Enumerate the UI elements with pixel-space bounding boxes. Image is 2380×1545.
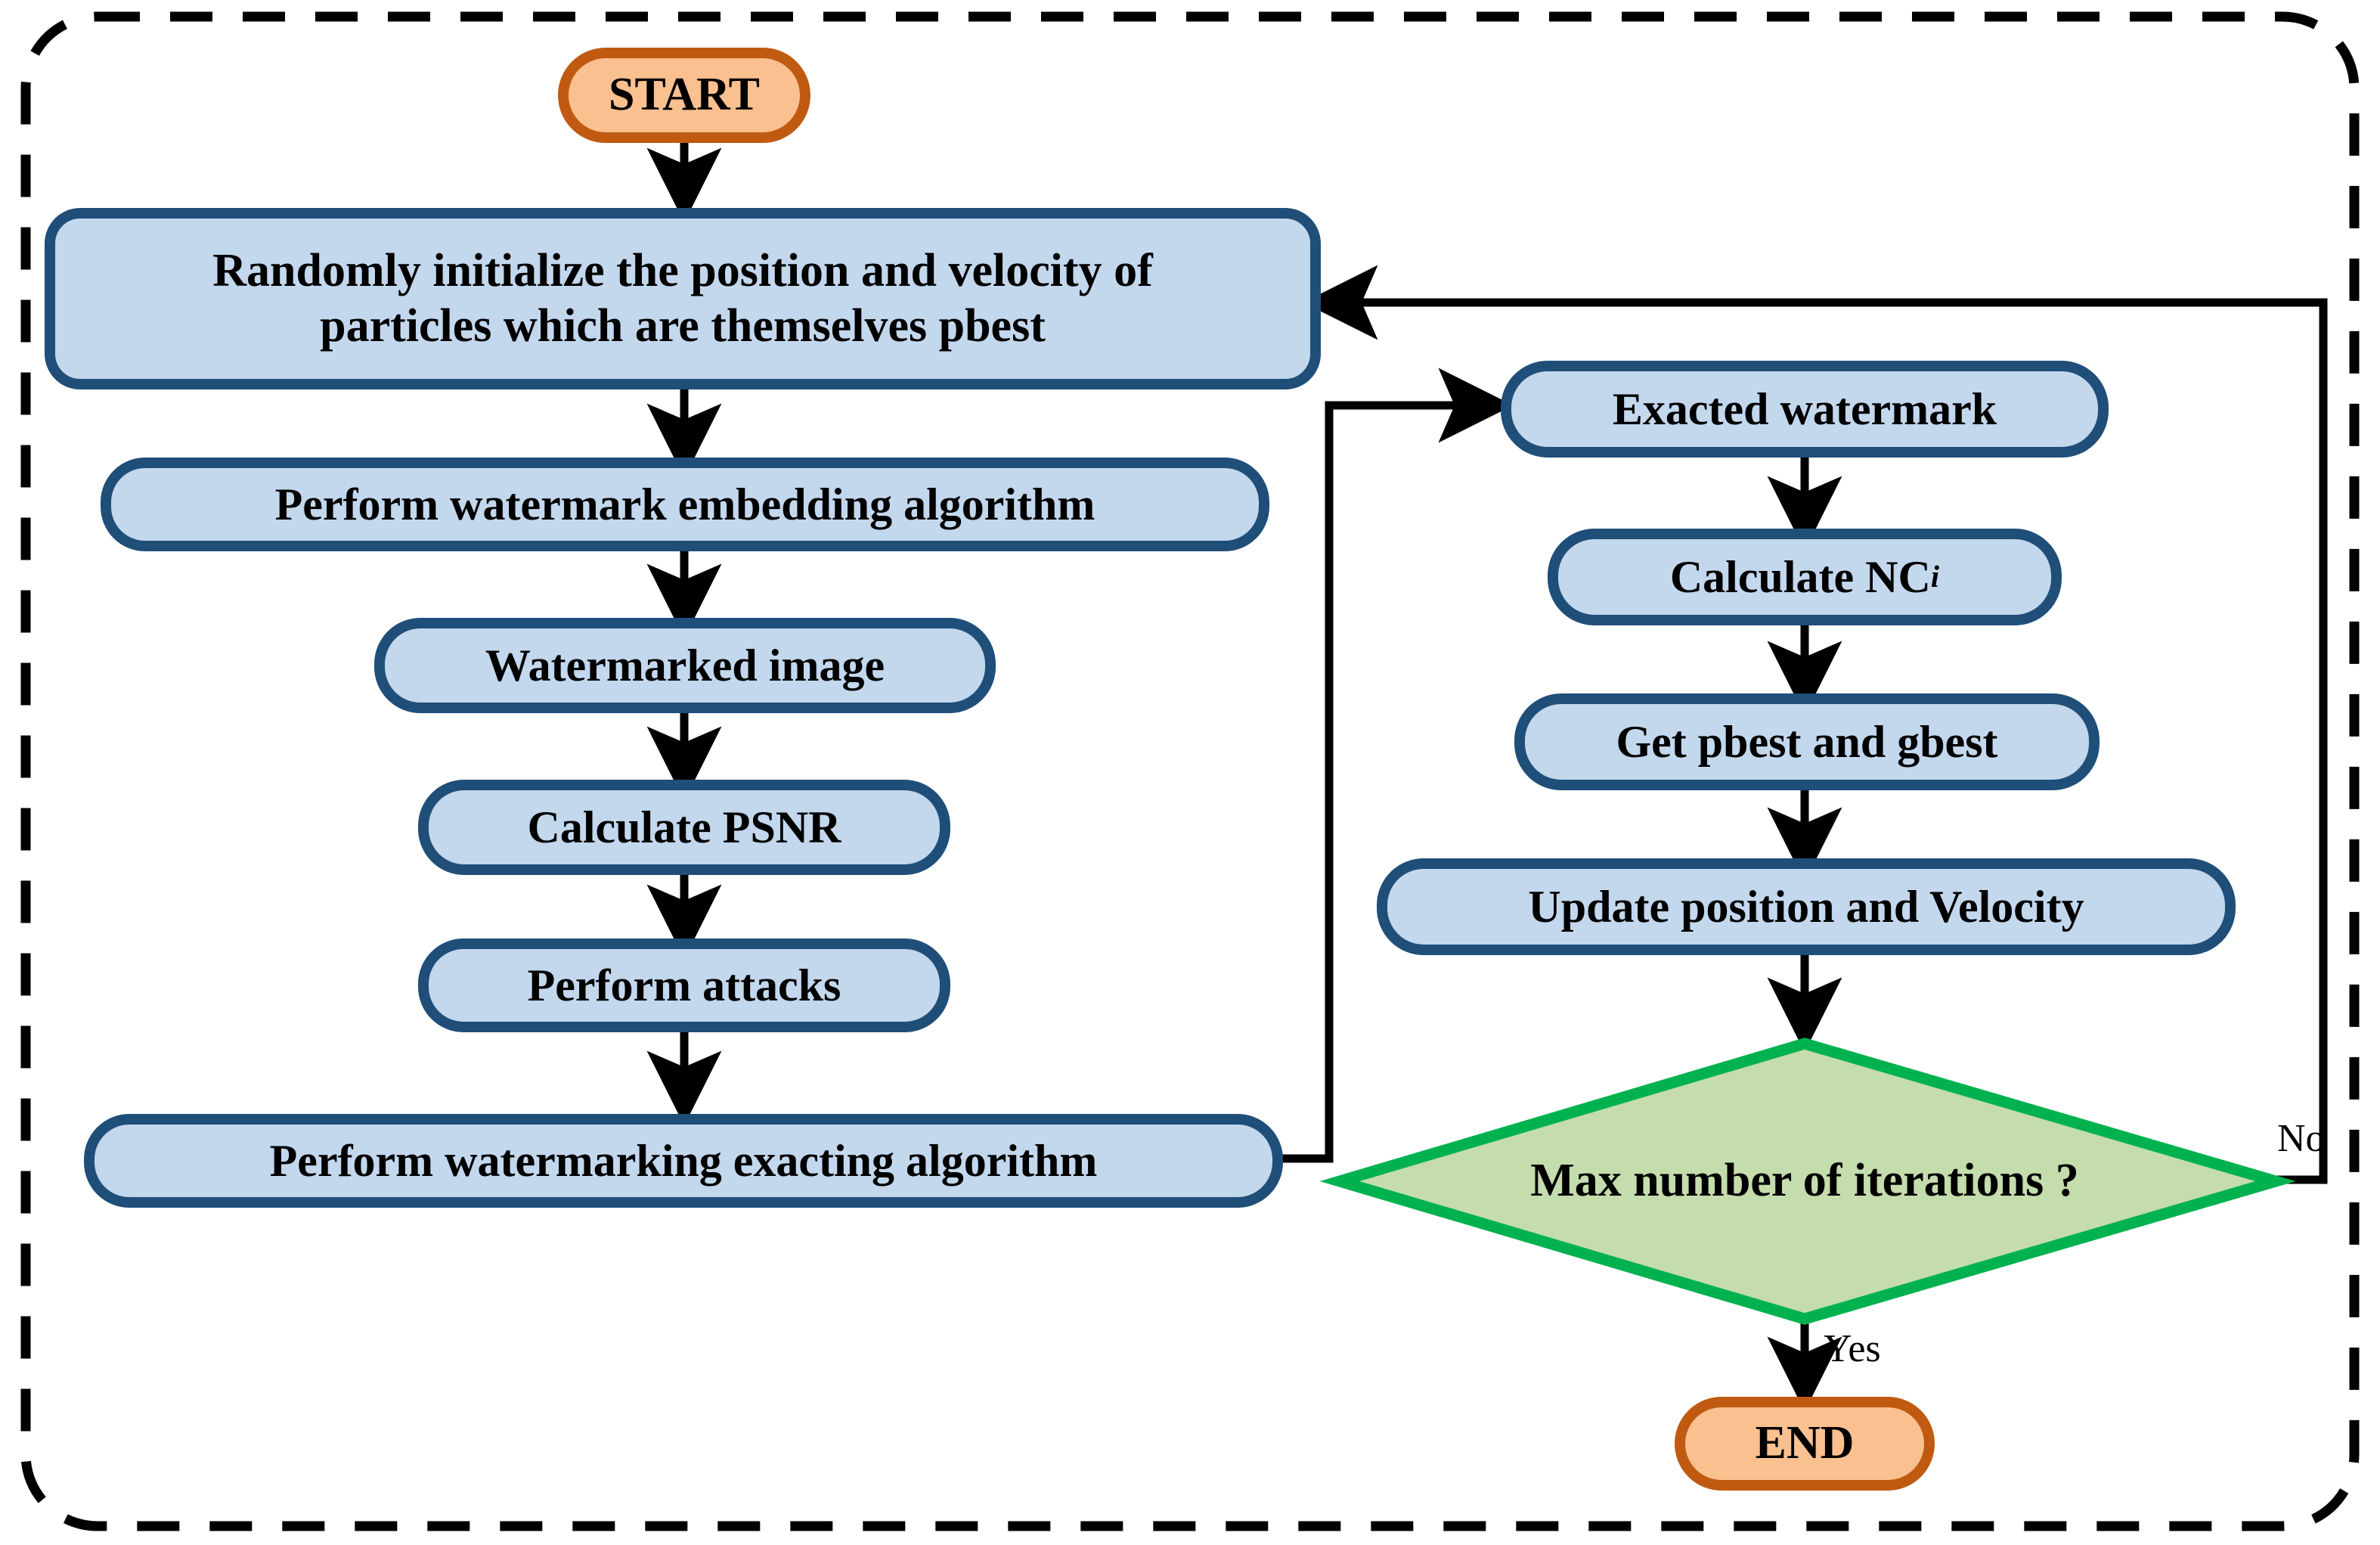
node-start[interactable] [558, 48, 810, 143]
node-get-pbest-gbest[interactable] [1514, 693, 2100, 790]
node-watermarked-image[interactable] [374, 618, 996, 713]
edge-label-no: No [2277, 1117, 2326, 1160]
node-init[interactable] [45, 208, 1321, 389]
node-max-iterations-decision[interactable] [1319, 1038, 2296, 1325]
node-calculate-psnr[interactable] [418, 780, 950, 875]
edge-label-yes: Yes [1824, 1327, 1881, 1370]
edge-maxiter-init-no [1303, 265, 2328, 1184]
node-extract[interactable] [84, 1114, 1283, 1208]
dashed-boundary [20, 11, 2360, 1531]
node-calculate-nc[interactable] [1548, 529, 2062, 625]
node-exacted-watermark[interactable] [1501, 361, 2109, 458]
node-embed[interactable] [101, 458, 1269, 551]
node-end[interactable] [1675, 1397, 1935, 1491]
connector-group [646, 135, 2328, 1412]
edge-extract-exwm [1278, 368, 1514, 1163]
node-perform-attacks[interactable] [418, 938, 950, 1032]
node-update-position-velocity[interactable] [1377, 858, 2236, 955]
